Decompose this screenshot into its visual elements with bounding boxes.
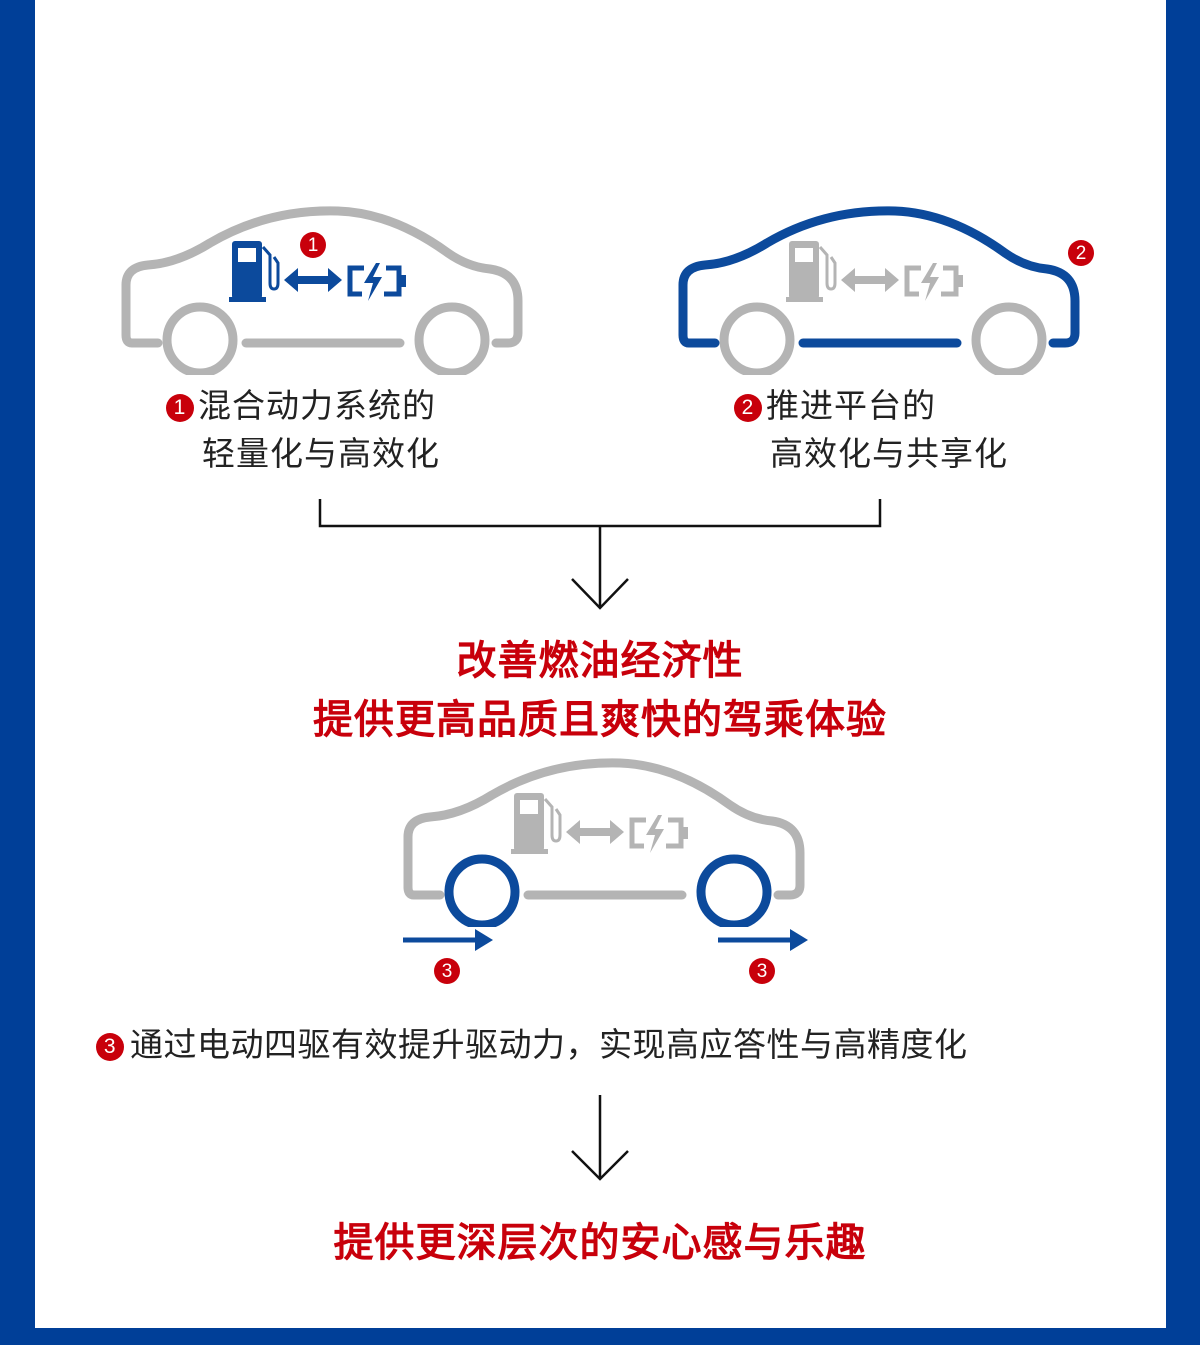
bidirectional-arrow-icon xyxy=(284,268,342,292)
car-body-outline xyxy=(403,758,805,900)
badge-3-front: 3 xyxy=(434,958,460,984)
caption-badge-2: 2 xyxy=(734,393,762,422)
caption-badge-3: 3 xyxy=(96,1032,124,1061)
caption-1-line-1: 混合动力系统的 xyxy=(198,386,436,425)
rear-wheel xyxy=(414,302,490,375)
drive-arrow-icon-front xyxy=(403,929,493,951)
fuel-pump-icon xyxy=(229,241,280,302)
front-wheel xyxy=(162,302,238,375)
front-wheel xyxy=(719,302,795,375)
car-body-outline xyxy=(121,206,523,348)
badge-3-rear: 3 xyxy=(749,958,775,984)
result-headline-fuel-economy: 改善燃油经济性 xyxy=(456,638,744,684)
down-arrow-icon xyxy=(571,526,629,610)
battery-charge-icon xyxy=(629,815,688,853)
merge-bracket xyxy=(318,499,882,528)
badge-2: 2 xyxy=(1068,240,1094,266)
car-illustration-e-awd xyxy=(403,758,805,927)
merge-bracket-arrow xyxy=(318,499,882,610)
caption-1-line-2: 轻量化与高效化 xyxy=(202,434,440,473)
badge-1: 1 xyxy=(300,232,326,258)
caption-badge-1: 1 xyxy=(166,393,194,422)
result-headline-driving-experience: 提供更高品质且爽快的驾乘体验 xyxy=(313,697,887,743)
caption-2-line-1: 推进平台的 xyxy=(766,386,936,425)
car-body-outline xyxy=(678,206,1080,348)
car-illustration-hybrid-system xyxy=(121,206,523,375)
drive-arrow-icon-rear xyxy=(718,929,808,951)
caption-2-line-2: 高效化与共享化 xyxy=(770,434,1008,473)
front-wheel xyxy=(444,854,520,927)
caption-3-text: 通过电动四驱有效提升驱动力，实现高应答性与高精度化 xyxy=(130,1025,968,1064)
bidirectional-arrow-icon xyxy=(841,268,899,292)
battery-charge-icon xyxy=(347,263,406,301)
battery-charge-icon xyxy=(904,263,963,301)
fuel-pump-icon xyxy=(511,793,562,854)
fuel-pump-icon xyxy=(786,241,837,302)
result-headline-confidence-fun: 提供更深层次的安心感与乐趣 xyxy=(333,1220,867,1266)
car-illustration-platform xyxy=(678,206,1080,375)
bidirectional-arrow-icon xyxy=(566,820,624,844)
down-arrow-icon-2 xyxy=(571,1095,629,1181)
rear-wheel xyxy=(971,302,1047,375)
rear-wheel xyxy=(696,854,772,927)
